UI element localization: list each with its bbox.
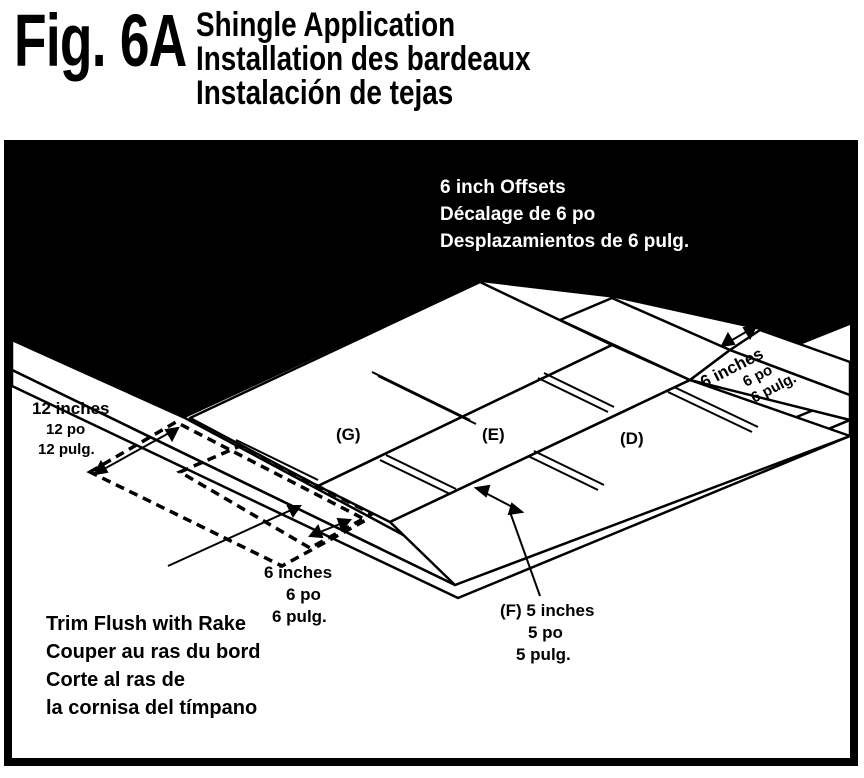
slot-line [379,459,451,495]
f-5-inches: (F) 5 inches [500,601,594,620]
arrowhead [286,505,302,518]
bottom-6-po: 6 po [286,585,321,604]
offsets-text-es: Desplazamientos de 6 pulg. [440,231,689,252]
shingle-label-g: (G) [336,425,361,444]
shingle-label-d: (D) [620,429,644,448]
slot-line [667,391,753,433]
slot-line [377,375,477,425]
title-french: Installation des bardeaux [196,40,531,78]
f-pointer-line [509,511,541,597]
arrowhead [308,523,324,539]
dim-arrow-12 [94,427,179,475]
offsets-text-en: 6 inch Offsets [440,177,566,198]
slot-line [385,454,457,490]
left-12-po: 12 po [46,421,85,438]
trim-text-4: la cornisa del tímpano [46,697,257,719]
slot-line [673,386,759,428]
arrowhead [742,324,758,341]
bottom-6-inches: 6 inches [264,563,332,582]
shingle-label-e: (E) [482,425,505,444]
trim-text-2: Couper au ras du bord [46,641,260,663]
trim-text-3: Corte al ras de [46,669,185,691]
figure-number: Fig. 6A [14,0,187,82]
left-12-pulg: 12 pulg. [38,441,95,458]
arrowhead [720,331,736,348]
trim-pointer-line [167,505,301,567]
f-5-pulg: 5 pulg. [516,645,571,664]
trim-text-1: Trim Flush with Rake [46,613,246,635]
figure-titles: Shingle Application Installation des bar… [196,8,604,110]
background-dark-region [12,148,850,418]
title-spanish: Instalación de tejas [196,74,454,112]
slot-line [537,377,609,413]
dashed-cutoff-6 [176,444,376,551]
arrowhead [93,459,109,476]
bottom-6-pulg: 6 pulg. [272,607,327,626]
title-english: Shingle Application [196,6,456,44]
arrowhead [336,517,352,533]
arrowhead [473,484,491,498]
f-5-po: 5 po [528,623,563,642]
shingle-d [388,378,852,587]
arrowhead [164,426,180,443]
slot-line [533,450,605,486]
slot-line [543,372,615,408]
slot-line [527,455,599,491]
left-12-inches: 12 inches [32,399,110,418]
dashed-cutoff-12 [86,420,370,568]
offsets-text-fr: Décalage de 6 po [440,204,595,225]
slot-line [235,439,319,481]
arrowhead [507,502,525,516]
